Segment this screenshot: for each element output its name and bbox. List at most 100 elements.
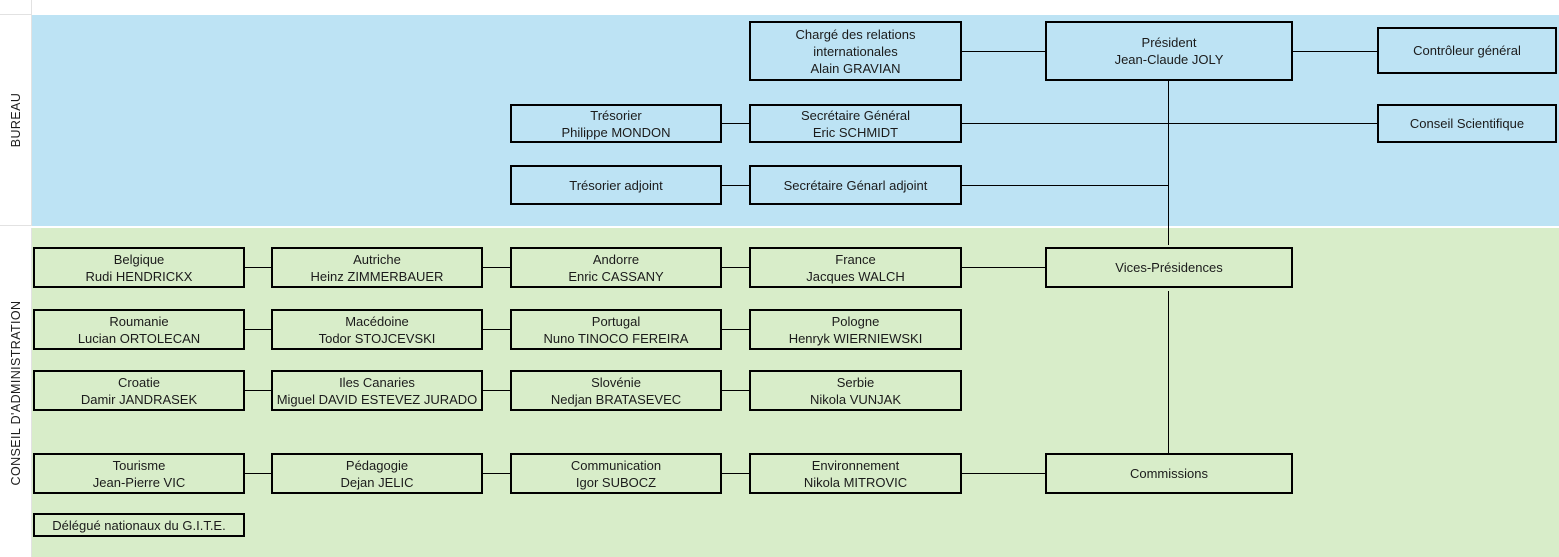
- node-line-2: Nikola VUNJAK: [809, 391, 902, 407]
- node-autriche[interactable]: Autriche Heinz ZIMMERBAUER: [271, 247, 483, 288]
- node-line-1: Roumanie: [109, 313, 169, 329]
- node-tresorier[interactable]: Trésorier Philippe MONDON: [510, 104, 722, 143]
- node-croatie[interactable]: Croatie Damir JANDRASEK: [33, 370, 245, 411]
- connector-pedagogie-communication: [482, 473, 510, 474]
- node-pologne[interactable]: Pologne Henryk WIERNIEWSKI: [749, 309, 962, 350]
- connector-vices-commissions: [1168, 291, 1169, 454]
- node-andorre[interactable]: Andorre Enric CASSANY: [510, 247, 722, 288]
- node-roumanie[interactable]: Roumanie Lucian ORTOLECAN: [33, 309, 245, 350]
- node-line-1: Trésorier: [590, 107, 642, 123]
- node-iles-canaries[interactable]: Iles Canaries Miguel DAVID ESTEVEZ JURAD…: [271, 370, 483, 411]
- node-line-2: Jacques WALCH: [806, 268, 905, 284]
- connector-environnement-commissions: [960, 473, 1046, 474]
- node-line-1: Délégué nationaux du G.I.T.E.: [52, 517, 226, 533]
- connector-tourisme-pedagogie: [244, 473, 272, 474]
- node-line-2: Igor SUBOCZ: [575, 474, 657, 490]
- connector-iles-slovenie: [482, 390, 510, 391]
- connector-tresorier-adjoint-secretaire-adjoint: [721, 185, 750, 186]
- node-line-1: Président: [1141, 35, 1197, 50]
- node-line-1: Chargé des relations: [795, 26, 916, 42]
- node-line-2: Nikola MITROVIC: [803, 474, 908, 490]
- rail-spacer: [0, 0, 32, 15]
- node-line-1: Secrétaire Général: [800, 107, 911, 123]
- node-line-1: Belgique: [113, 251, 165, 267]
- connector-president-controleur: [1292, 51, 1378, 52]
- connector-belgique-autriche: [244, 267, 272, 268]
- node-line-1: Environnement: [811, 457, 900, 473]
- node-secretaire-general[interactable]: Secrétaire Général Eric SCHMIDT: [749, 104, 962, 143]
- node-line-2: Miguel DAVID ESTEVEZ JURADO: [276, 391, 478, 407]
- node-line-1: Contrôleur général: [1413, 43, 1521, 58]
- node-pedagogie[interactable]: Pédagogie Dejan JELIC: [271, 453, 483, 494]
- connector-autriche-andorre: [482, 267, 510, 268]
- node-line-1: Slovénie: [591, 374, 641, 390]
- node-president[interactable]: Président Jean-Claude JOLY: [1045, 21, 1293, 81]
- node-secretaire-general-adjoint[interactable]: Secrétaire Génarl adjoint: [749, 165, 962, 205]
- node-line-1: Iles Canaries: [339, 374, 415, 390]
- node-tourisme[interactable]: Tourisme Jean-Pierre VIC: [33, 453, 245, 494]
- node-line-1: France: [835, 251, 876, 267]
- node-line-1: Andorre: [592, 251, 640, 267]
- node-line-1: Secrétaire Génarl adjoint: [783, 177, 928, 193]
- bureau-section-label: BUREAU: [8, 92, 23, 148]
- bureau-section-rail: BUREAU: [0, 15, 32, 226]
- node-line-2: Heinz ZIMMERBAUER: [310, 268, 444, 284]
- connector-secretaire-conseil-scientifique: [960, 123, 1378, 124]
- node-line-2: Henryk WIERNIEWSKI: [788, 330, 923, 346]
- node-serbie[interactable]: Serbie Nikola VUNJAK: [749, 370, 962, 411]
- node-line-2: Enric CASSANY: [568, 268, 664, 284]
- connector-president-trunk: [1168, 79, 1169, 245]
- node-line-2: Nuno TINOCO FEREIRA: [543, 330, 689, 346]
- node-portugal[interactable]: Portugal Nuno TINOCO FEREIRA: [510, 309, 722, 350]
- node-line-1: Trésorier adjoint: [569, 177, 663, 193]
- node-line-2: Nedjan BRATASEVEC: [550, 391, 682, 407]
- node-macedoine[interactable]: Macédoine Todor STOJCEVSKI: [271, 309, 483, 350]
- node-line-1: Vices-Présidences: [1115, 260, 1223, 275]
- node-line-2: Lucian ORTOLECAN: [77, 330, 201, 346]
- node-line-2: Rudi HENDRICKX: [85, 268, 193, 284]
- node-delegue-nationaux-gite[interactable]: Délégué nationaux du G.I.T.E.: [33, 513, 245, 537]
- node-line-1: Serbie: [836, 374, 875, 390]
- connector-croatie-iles: [244, 390, 272, 391]
- node-line-1: Croatie: [118, 374, 160, 390]
- connector-tresorier-secretaire: [721, 123, 750, 124]
- connector-slovenie-serbie: [721, 390, 750, 391]
- node-line-1: Pédagogie: [345, 457, 409, 473]
- node-line-2: Philippe MONDON: [561, 124, 671, 140]
- node-tresorier-adjoint[interactable]: Trésorier adjoint: [510, 165, 722, 205]
- node-line-1: Autriche: [353, 251, 401, 267]
- node-communication[interactable]: Communication Igor SUBOCZ: [510, 453, 722, 494]
- connector-communication-environnement: [721, 473, 750, 474]
- node-slovenie[interactable]: Slovénie Nedjan BRATASEVEC: [510, 370, 722, 411]
- node-conseil-scientifique[interactable]: Conseil Scientifique: [1377, 104, 1557, 143]
- node-line-2: Dejan JELIC: [340, 474, 414, 490]
- node-line-1: Communication: [570, 457, 662, 473]
- node-line-1: Macédoine: [345, 313, 409, 329]
- node-line-2: internationales: [813, 43, 898, 59]
- node-line-1: Portugal: [591, 313, 641, 329]
- node-line-1: Tourisme: [112, 457, 166, 473]
- node-line-1: Commissions: [1129, 466, 1208, 481]
- node-line-2: Eric SCHMIDT: [812, 124, 899, 140]
- node-environnement[interactable]: Environnement Nikola MITROVIC: [749, 453, 962, 494]
- connector-france-vices: [960, 267, 1046, 268]
- connector-macedoine-portugal: [482, 329, 510, 330]
- node-belgique[interactable]: Belgique Rudi HENDRICKX: [33, 247, 245, 288]
- connector-secretaire-adjoint-trunk: [960, 185, 1169, 186]
- node-vices-presidences[interactable]: Vices-Présidences: [1045, 247, 1293, 288]
- connector-relations-president: [962, 51, 1046, 52]
- node-commissions[interactable]: Commissions: [1045, 453, 1293, 494]
- node-charge-relations-internationales[interactable]: Chargé des relations internationales Ala…: [749, 21, 962, 81]
- node-france[interactable]: France Jacques WALCH: [749, 247, 962, 288]
- node-line-1: Pologne: [831, 313, 880, 329]
- connector-roumanie-macedoine: [244, 329, 272, 330]
- node-line-2: Todor STOJCEVSKI: [318, 330, 436, 346]
- conseil-section-label: CONSEIL D'ADMINISTRATION: [8, 300, 23, 485]
- node-line-1: Conseil Scientifique: [1409, 116, 1525, 131]
- node-line-2: Jean-Claude JOLY: [1114, 52, 1224, 67]
- node-line-3: Alain GRAVIAN: [810, 60, 901, 76]
- connector-andorre-france: [721, 267, 750, 268]
- node-controleur-general[interactable]: Contrôleur général: [1377, 27, 1557, 74]
- conseil-section-rail: CONSEIL D'ADMINISTRATION: [0, 228, 32, 557]
